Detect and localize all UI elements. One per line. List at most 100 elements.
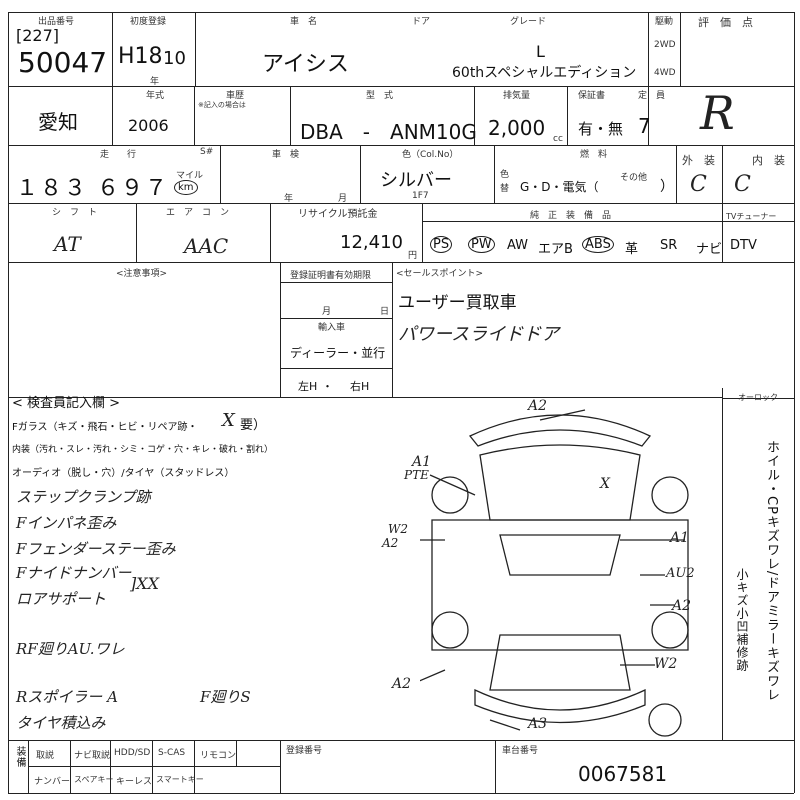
fuel-close: ） (660, 179, 674, 195)
car-windshield (499, 534, 621, 576)
import-value: ディーラー・並行 (290, 346, 386, 360)
grid-line (392, 262, 394, 397)
footer-item-remote: リモコン (200, 751, 237, 761)
car-name-label: 車 名 (290, 17, 318, 27)
mileage-value: １８３ ６９７ (16, 176, 169, 201)
grid-line (28, 766, 280, 768)
car-rear-window (489, 634, 631, 691)
grade-line1: L (536, 42, 545, 61)
drive-2wd: 2WD (654, 40, 676, 50)
grid-line (70, 740, 72, 793)
dmg-left-bottom: A2 (392, 676, 412, 692)
mileage-unit: km (174, 180, 198, 195)
glass-req: 要） (240, 418, 267, 433)
lot-number: 50047 (18, 46, 108, 79)
equip-abs-label: ABS (582, 236, 614, 253)
note-8: タイヤ積込み (16, 714, 106, 732)
grid-line (194, 86, 196, 145)
grid-line (28, 740, 30, 793)
displacement-label: 排気量 (503, 91, 531, 101)
car-diagram (420, 409, 689, 737)
equipment-label: 純 正 装 備 品 (530, 211, 612, 221)
grid-line (648, 12, 650, 145)
grid-line (8, 262, 794, 264)
grid-line (110, 740, 112, 793)
grid-line (8, 86, 794, 88)
grid-line (220, 145, 222, 203)
grid-line (722, 388, 724, 740)
dmg-right-3: A2 (672, 598, 692, 614)
inspection-label: 車歴 (226, 91, 245, 101)
dmg-right-4: W2 (654, 656, 678, 672)
footer-item-spare-key: スペアキー (74, 775, 114, 784)
grid-line (270, 203, 272, 262)
footer-item-bcas: S-CAS (158, 748, 186, 758)
score-label: 評 価 点 (698, 16, 753, 29)
spare-wheel (648, 703, 682, 737)
equip-dtv: DTV (730, 238, 757, 253)
inspection-sub: ※記入の場合は (198, 101, 246, 109)
sales-label: <セールスポイント> (396, 269, 484, 279)
first-reg-label: 初度登録 (130, 17, 167, 27)
expiry-label: 登録証明書有効期限 (290, 271, 372, 281)
equip-pw: PW (468, 236, 495, 253)
chassis-label: 車台番号 (502, 746, 539, 756)
equip-aw: AW (507, 238, 529, 253)
diagram-pointer (489, 719, 521, 731)
grid-line (794, 12, 796, 793)
dmg-top: A2 (528, 398, 548, 414)
grid-line (8, 12, 10, 793)
dmg-right-2: AU2 (666, 566, 695, 581)
fuel-label: 燃 料 (580, 150, 608, 160)
lot-label: 出品番号 (38, 17, 75, 27)
shaken-month: 月 (338, 194, 348, 204)
audio-line: オーディオ（脱し・穴）/タイヤ（スタッドレス） (12, 468, 235, 479)
mileage-unit-top: マイル (176, 171, 204, 181)
note-4: Fナイドナンバー (16, 564, 132, 582)
dmg-left-mid1: W2 (388, 522, 408, 536)
note-2: Fインパネ歪み (16, 514, 117, 532)
dmg-bottom: A3 (528, 716, 548, 732)
side-panel-vertical1: ホイル・CPキズワレ/ドアミラーキズワレ (764, 440, 779, 703)
grid-line (8, 145, 794, 147)
dmg-right-top: X (600, 476, 610, 492)
diagram-pointer (539, 409, 586, 421)
grid-line (722, 398, 794, 400)
grid-line (152, 740, 154, 793)
dmg-left-mid2: A2 (382, 536, 399, 550)
ac-label: エ ア コ ン (166, 208, 230, 218)
car-hood (479, 444, 641, 521)
shift-value: AT (54, 232, 81, 256)
drive-label: 駆動 (655, 17, 674, 27)
grid-line (112, 86, 114, 145)
mileage-sub: S# (200, 147, 214, 157)
footer-item-hdd: HDD/SD (114, 748, 151, 758)
grid-line (290, 86, 292, 145)
notes-label: <注意事項> (116, 269, 168, 279)
equip-abs: ABS (582, 236, 614, 253)
grid-line (474, 86, 476, 145)
recycle-unit: 円 (408, 251, 418, 261)
wheel-front-right (651, 476, 689, 514)
year-label: 年式 (146, 91, 165, 101)
diagram-pointer (429, 474, 476, 496)
expiry-day: 日 (380, 307, 390, 317)
handle-left: 左H (298, 380, 318, 393)
note-6: RF廻りAU.ワレ (16, 640, 125, 658)
note-7: Rスポイラー A (16, 688, 118, 706)
grade-line2: 60thスペシャルエディション (452, 65, 637, 81)
footer-item-number: ナンバー (34, 777, 71, 787)
car-front-outline (468, 414, 652, 447)
expiry-month: 月 (322, 307, 332, 317)
note-3: Fフェンダーステー歪み (16, 540, 176, 558)
wheel-front-left (431, 476, 469, 514)
shift-label: シ フ ト (52, 208, 98, 218)
model-value: DBA - ANM10G (300, 120, 477, 144)
recycle-label: リサイクル預託金 (298, 209, 378, 220)
shaken-year: 年 (284, 194, 294, 204)
grid-line (8, 203, 794, 205)
grid-line (8, 397, 722, 399)
wheel-rear-right (651, 611, 689, 649)
note-1: ステップクランプ跡 (16, 488, 151, 506)
